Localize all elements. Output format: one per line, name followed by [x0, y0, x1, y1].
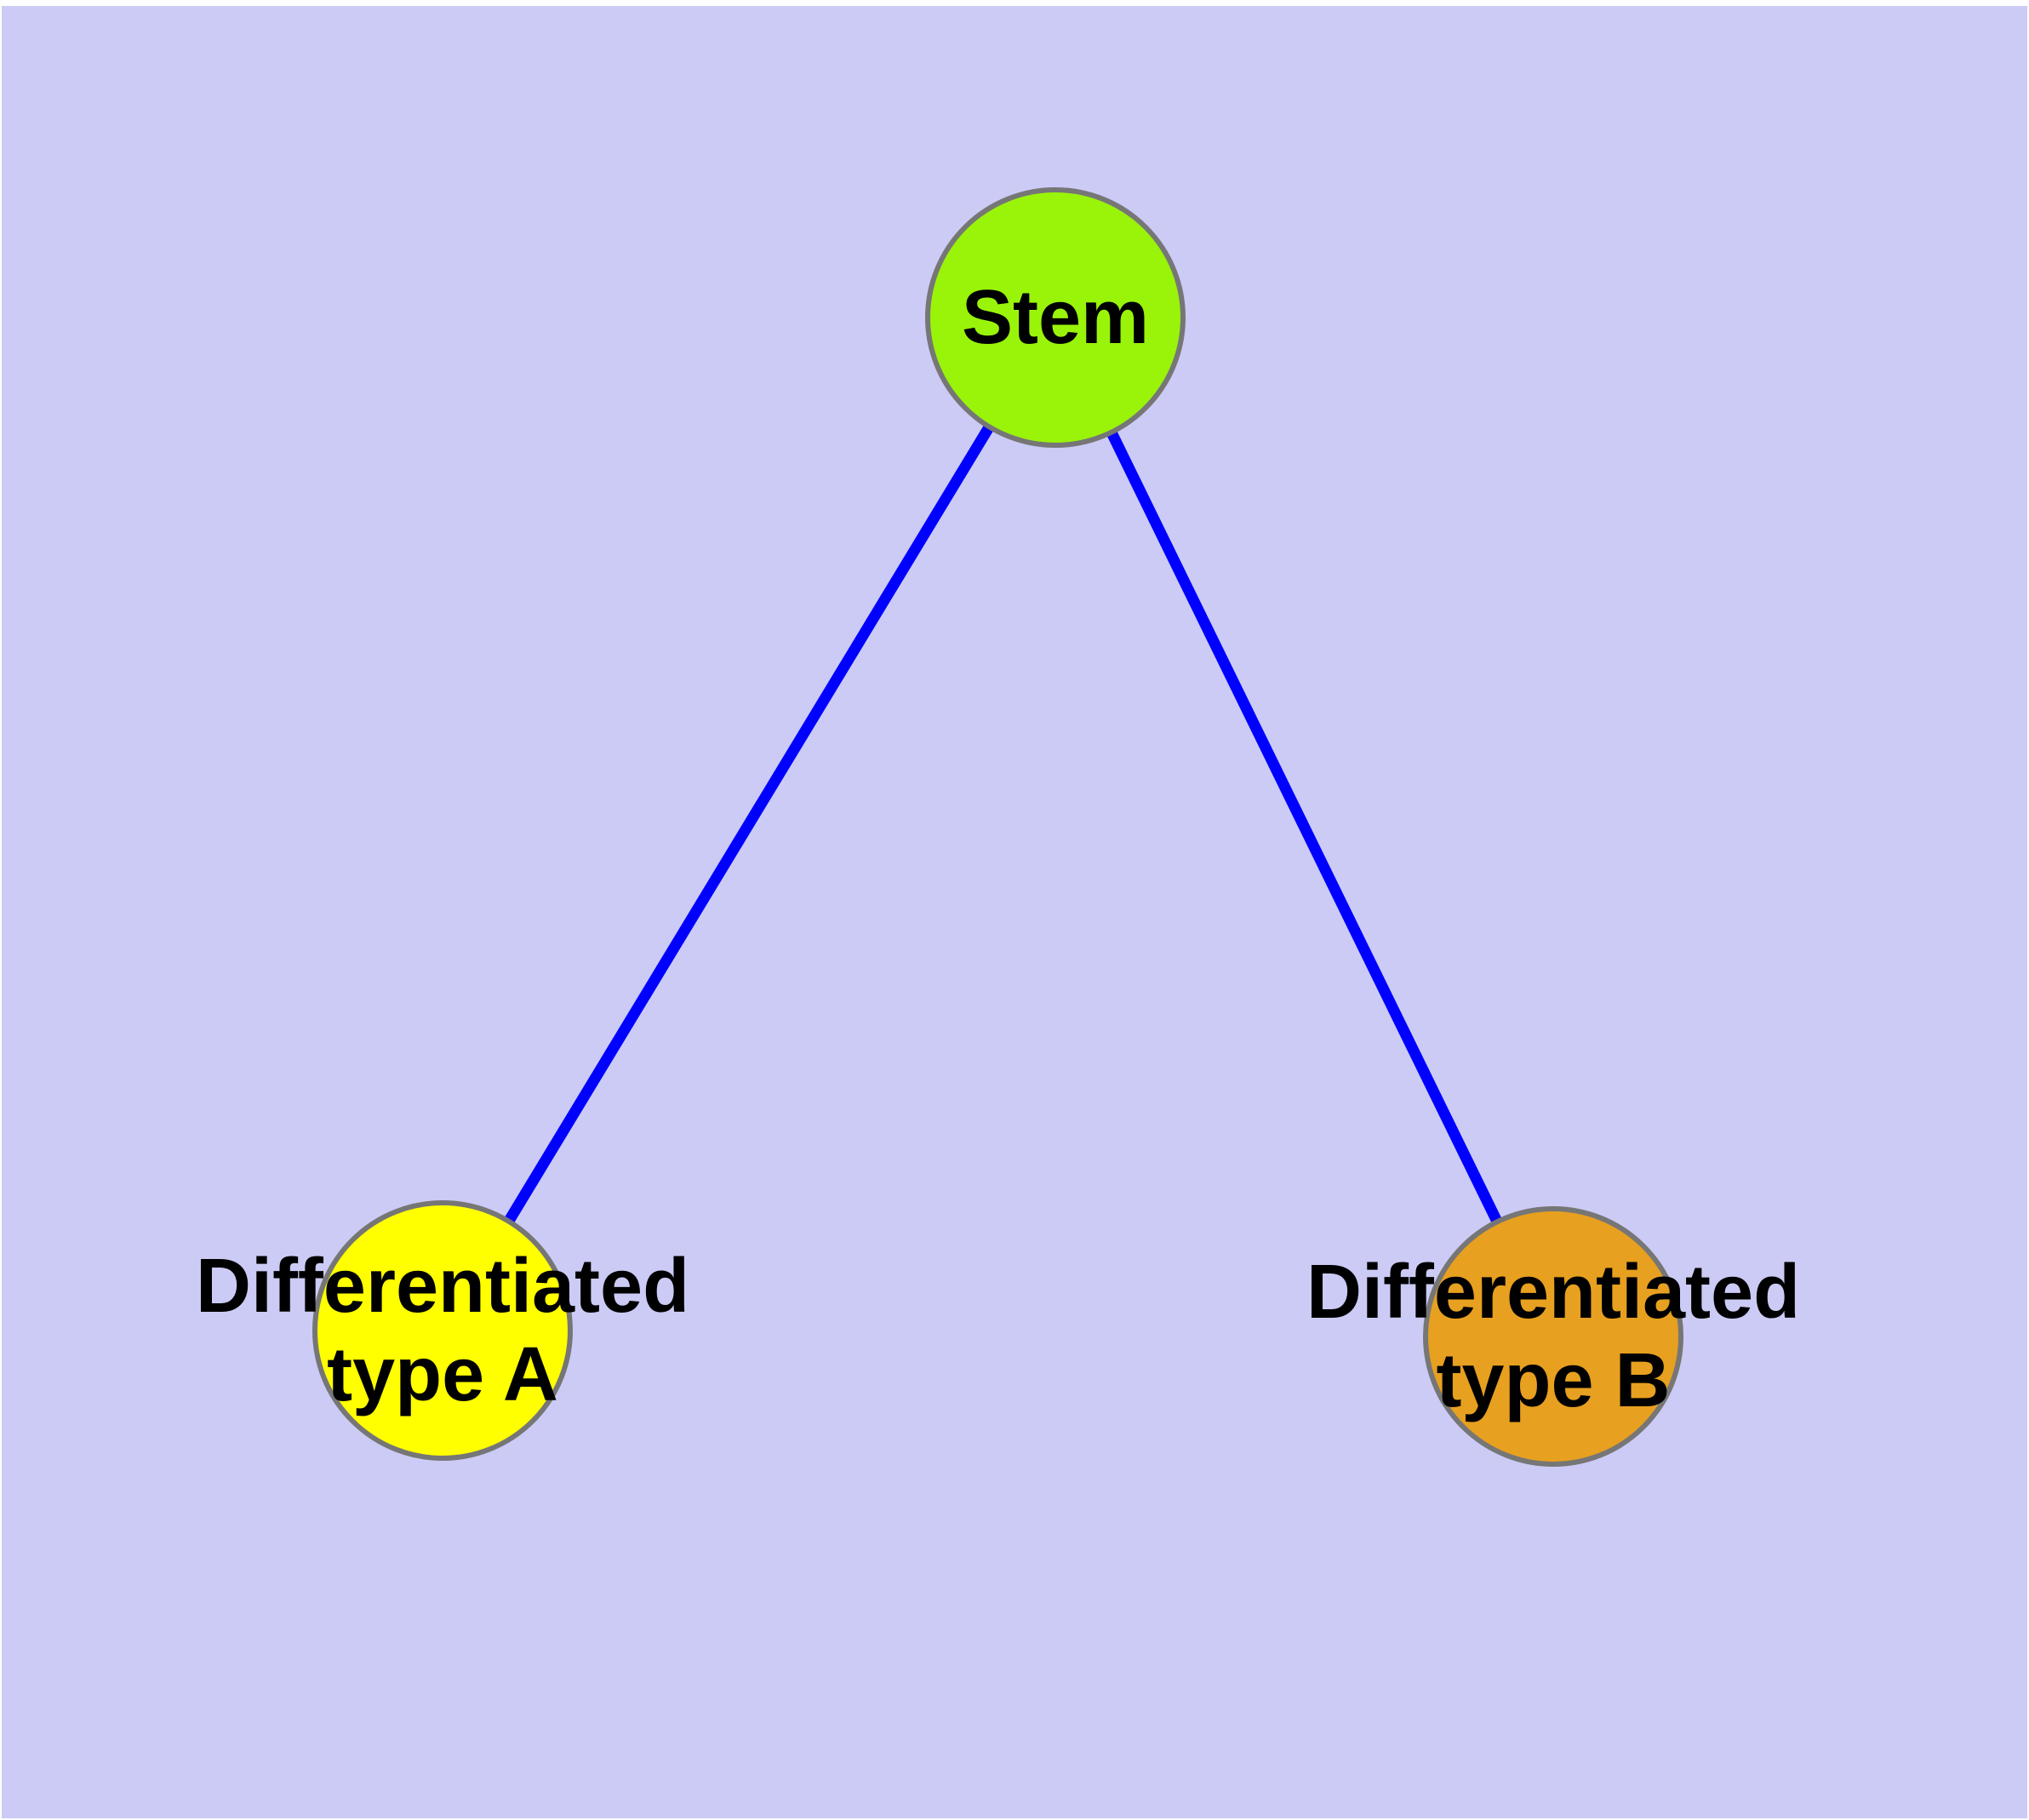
node-label-line: type A [327, 1332, 558, 1417]
node-type-b-circle [1423, 1206, 1683, 1467]
node-label-line: Differentiated [1306, 1250, 1801, 1335]
node-type-a-circle [312, 1200, 573, 1461]
node-label-line: type B [1436, 1338, 1671, 1423]
node-type-a-label: Differentiated type A [196, 1242, 689, 1419]
node-label-line: Differentiated [195, 1244, 690, 1329]
edge-stem-to-type-a [437, 314, 1060, 1334]
node-stem-circle [925, 187, 1186, 448]
node-label-line: Stem [961, 275, 1150, 360]
edge-stem-to-type-b [1050, 315, 1558, 1339]
node-stem-label: Stem [962, 273, 1149, 362]
node-type-b-label: Differentiated type B [1306, 1248, 1800, 1425]
